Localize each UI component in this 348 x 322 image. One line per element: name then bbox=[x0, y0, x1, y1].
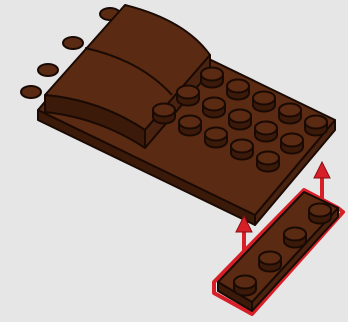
large-plate-stud bbox=[201, 68, 223, 88]
large-plate-stud bbox=[153, 104, 175, 124]
small-plate-stud bbox=[309, 204, 331, 224]
large-plate-stud bbox=[257, 152, 279, 172]
large-plate-stud bbox=[177, 86, 199, 106]
small-plate-stud bbox=[259, 252, 281, 272]
small-plate-stud bbox=[284, 228, 306, 248]
large-plate-stud bbox=[205, 128, 227, 148]
large-plate-stud bbox=[229, 110, 251, 130]
large-plate-stud bbox=[179, 116, 201, 136]
large-plate-stud bbox=[227, 80, 249, 100]
large-plate-stud bbox=[231, 140, 253, 160]
large-plate-stud bbox=[203, 98, 225, 118]
large-plate-stud bbox=[255, 122, 277, 142]
large-plate-stud bbox=[305, 116, 327, 136]
small-plate-stud bbox=[234, 276, 256, 296]
large-plate-stud bbox=[281, 134, 303, 154]
large-plate-stud bbox=[253, 92, 275, 112]
large-plate-stud bbox=[279, 104, 301, 124]
